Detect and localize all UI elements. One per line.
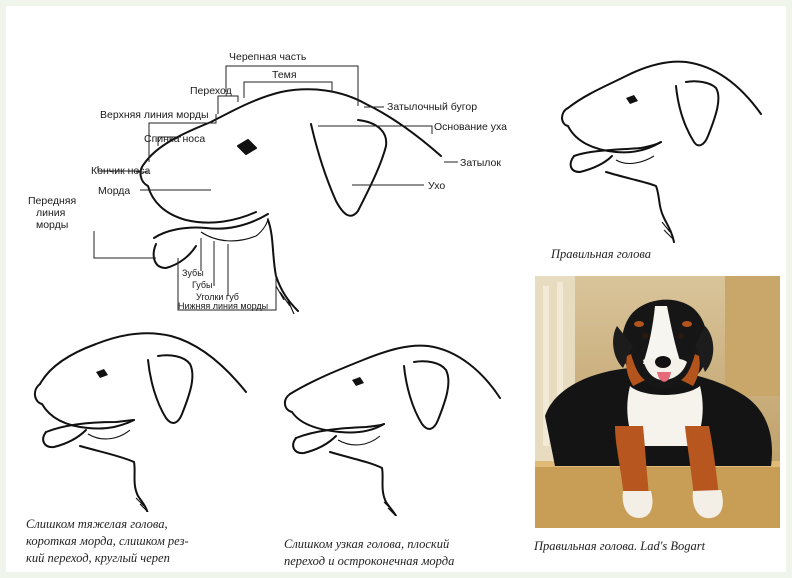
label-skull: Черепная часть: [229, 51, 307, 63]
figure-panel: Черепная часть Темя Переход Верхняя лини…: [6, 6, 786, 572]
caption-heavy-head: Слишком тяжелая голова, короткая морда, …: [26, 516, 189, 567]
caption-narrow-line-1: Слишком узкая голова, плоский: [284, 536, 454, 553]
caption-photo: Правильная голова. Lad's Bogart: [534, 538, 705, 555]
caption-heavy-line-2: короткая морда, слишком рез-: [26, 533, 189, 550]
label-front-line-2: линия: [36, 207, 65, 219]
caption-heavy-line-1: Слишком тяжелая голова,: [26, 516, 189, 533]
heavy-head-drawing: [26, 322, 266, 512]
label-ear-base: Основание уха: [434, 121, 507, 133]
label-occipital: Затылочный бугор: [387, 101, 477, 113]
correct-head-drawing: [546, 46, 786, 246]
caption-heavy-line-3: кий переход, круглый череп: [26, 550, 189, 567]
label-lower-line: Нижняя линия морды: [178, 301, 268, 311]
label-front-line-3: морды: [36, 219, 68, 231]
narrow-head-drawing: [278, 326, 518, 516]
dog-photo: [535, 276, 780, 528]
label-muzzle: Морда: [98, 185, 130, 197]
label-muzzle-topline: Верхняя линия морды: [100, 109, 209, 121]
label-crown: Темя: [272, 69, 297, 81]
label-bridge: Спинка носа: [144, 133, 205, 145]
label-nape: Затылок: [460, 157, 501, 169]
label-teeth: Зубы: [182, 268, 204, 278]
caption-narrow-line-2: переход и остроконечная морда: [284, 553, 454, 570]
label-nose-tip: Кончик носа: [91, 165, 150, 177]
label-stop: Переход: [190, 85, 232, 97]
label-ear: Ухо: [428, 180, 445, 192]
labeled-head-diagram: Черепная часть Темя Переход Верхняя лини…: [6, 6, 526, 326]
diagram-labels: Черепная часть Темя Переход Верхняя лини…: [28, 51, 507, 311]
label-lips: Губы: [192, 280, 213, 290]
label-front-line-1: Передняя: [28, 195, 76, 207]
caption-correct-head: Правильная голова: [551, 246, 651, 263]
caption-narrow-head: Слишком узкая голова, плоский переход и …: [284, 536, 454, 570]
